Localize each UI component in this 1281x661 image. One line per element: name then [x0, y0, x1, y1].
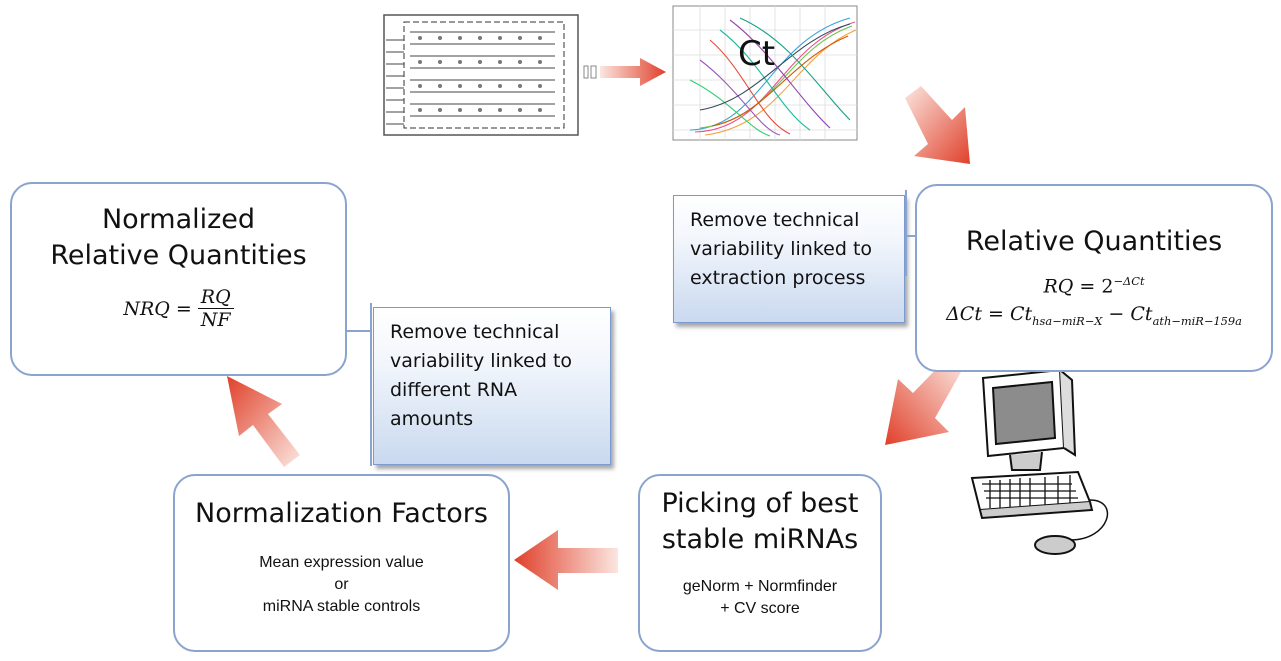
pick-line2: + CV score: [720, 600, 800, 617]
rna-note-line1: Remove technical: [390, 321, 560, 343]
arrow-nf-to-nrq: [227, 376, 300, 467]
rq-formula1-base: 2: [1101, 275, 1114, 298]
rq-title: Relative Quantities: [965, 226, 1223, 257]
amplification-plot-icon: [672, 5, 858, 141]
rq-formula1-exp: −ΔCt: [1113, 274, 1145, 288]
rna-bracket-horizontal: [347, 330, 371, 332]
nrq-formula-lhs: NRQ: [123, 297, 170, 320]
rq-formula2: ΔCt = Cthsa−miR−X − Ctath−miR−159a: [946, 303, 1242, 329]
nf-line1: Mean expression value: [259, 554, 424, 571]
nf-line2: or: [334, 576, 349, 593]
pick-title-line2: stable miRNAs: [661, 524, 859, 555]
extraction-note-line3: extraction process: [690, 267, 866, 289]
arrow-picking-to-nf: [514, 530, 618, 590]
nrq-formula: NRQ = RQ NF: [12, 286, 345, 331]
rna-bracket-vertical: [370, 303, 372, 466]
rna-note-line4: amounts: [390, 408, 474, 430]
nf-line3: miRNA stable controls: [262, 598, 421, 615]
nrq-formula-den: NF: [200, 309, 231, 331]
rna-note-line3: different RNA: [390, 379, 518, 401]
rq-formula2-lhs: ΔCt: [946, 303, 982, 326]
pick-box: Picking of best stable miRNAs geNorm + N…: [638, 474, 882, 652]
nrq-title-line2: Relative Quantities: [50, 240, 307, 271]
rna-note: Remove technical variability linked to d…: [373, 307, 611, 465]
qpcr-plate-icon: [383, 14, 579, 136]
rq-formula2-term2: Ct: [1130, 303, 1153, 326]
nrq-box: Normalized Relative Quantities NRQ = RQ …: [10, 182, 347, 376]
nf-title: Normalization Factors: [195, 498, 488, 529]
rq-formula2-sub1: hsa−miR−X: [1032, 314, 1103, 329]
extraction-note-line1: Remove technical: [690, 209, 860, 231]
rna-note-line2: variability linked to: [390, 350, 573, 372]
rq-box: Relative Quantities RQ = 2−ΔCt ΔCt = Cth…: [915, 184, 1273, 372]
pick-title-line1: Picking of best: [661, 488, 859, 519]
extraction-bracket-horizontal: [905, 235, 917, 237]
arrow-rq-to-picking: [885, 358, 961, 445]
rq-formula1-lhs: RQ: [1043, 275, 1074, 298]
extraction-bracket-vertical: [905, 190, 907, 276]
rq-formula1: RQ = 2−ΔCt: [1043, 274, 1145, 298]
rq-formula2-sub2: ath−miR−159a: [1152, 314, 1242, 329]
computer-icon: [970, 368, 1109, 555]
extraction-note: Remove technical variability linked to e…: [673, 195, 905, 323]
pick-line1: geNorm + Normfinder: [682, 578, 838, 595]
arrow-plot-to-rq: [905, 86, 970, 164]
ct-label: Ct: [738, 34, 776, 74]
rq-formula2-term1: Ct: [1009, 303, 1033, 326]
extraction-note-line2: variability linked to: [690, 238, 873, 260]
nf-box: Normalization Factors Mean expression va…: [173, 474, 510, 652]
nrq-title-line1: Normalized: [101, 204, 256, 235]
nrq-formula-num: RQ: [197, 286, 234, 309]
arrow-plate-to-plot: [583, 58, 666, 86]
